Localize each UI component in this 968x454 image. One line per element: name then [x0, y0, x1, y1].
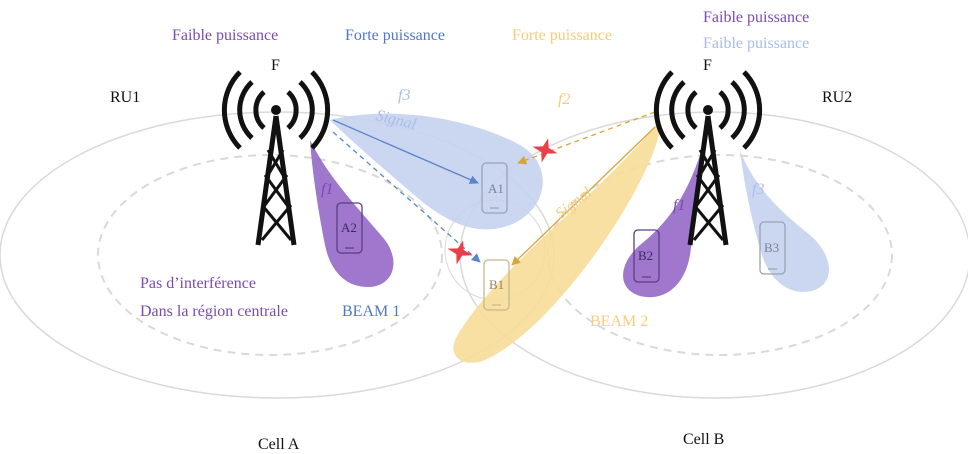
- ru2-antenna-tower-icon: [653, 70, 763, 246]
- ru1-signal-arrow-to-a1: [332, 119, 479, 184]
- device-b2-label: B2: [638, 248, 654, 263]
- ru2-f3-lightblue-lobe: [740, 150, 829, 292]
- ru1-antenna-tower-icon: [221, 70, 331, 246]
- ru2-f1-purple-lobe: [623, 155, 700, 298]
- ru2-label: RU2: [822, 89, 853, 106]
- cell-a-label: Cell A: [258, 436, 300, 453]
- ru2-f2-label: f2: [558, 91, 571, 108]
- ru2-high-power-label: Forte puissance: [512, 27, 612, 44]
- ru1-f3-label: f3: [398, 87, 411, 104]
- device-b3-label: B3: [764, 240, 780, 255]
- cell-b-label: Cell B: [683, 431, 725, 448]
- interference-star-icon: [447, 240, 473, 265]
- beam1-label: BEAM 1: [342, 303, 401, 320]
- ru2-f1-label: f1: [673, 197, 686, 214]
- ru1-f1-purple-lobe: [310, 140, 394, 288]
- interference-star-icon: [532, 138, 558, 163]
- ru1-f1-label: f1: [321, 181, 334, 198]
- device-a2-phone-icon: [336, 202, 363, 254]
- ru1-label: RU1: [110, 89, 141, 106]
- ru2-interference-arrow-to-a1: [517, 111, 656, 165]
- ru1-low-power-label: Faible puissance: [172, 27, 279, 44]
- no-interference-line-2: Dans la région centrale: [140, 303, 288, 320]
- beam2-label: BEAM 2: [590, 313, 649, 330]
- device-b2-phone-icon: [633, 229, 660, 283]
- ru2-f3-label: f3: [752, 181, 765, 198]
- device-b1-phone-icon: [483, 259, 510, 311]
- ru1-interference-arrow-to-b1: [332, 131, 481, 263]
- beam2-yellow-lobe: [453, 120, 661, 363]
- device-a1-phone-icon: [481, 162, 508, 214]
- beam1-blue-lobe: [330, 113, 543, 230]
- ru2-low-power-label-1: Faible puissance: [703, 9, 810, 26]
- ru2-signal-arrow-to-b1: [511, 126, 656, 266]
- ru2-low-power-label-2: Faible puissance: [703, 35, 810, 52]
- ru1-high-power-label: Forte puissance: [345, 27, 445, 44]
- ru1-frequency-label: F: [271, 57, 280, 74]
- device-a2-label: A2: [341, 220, 357, 235]
- ru2-frequency-label: F: [703, 57, 712, 74]
- no-interference-line-1: Pas d’interférence: [140, 275, 256, 292]
- device-a1-label: A1: [488, 181, 504, 196]
- device-b1-label: B1: [489, 277, 505, 292]
- device-b3-phone-icon: [759, 221, 786, 275]
